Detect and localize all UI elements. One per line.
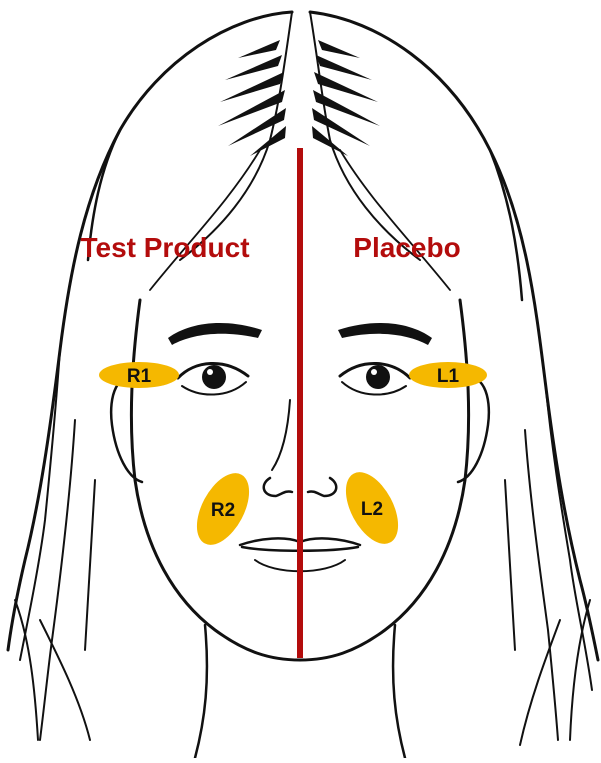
zone-r1-label: R1	[127, 366, 152, 387]
zone-r1: R1	[99, 362, 179, 388]
right-eyebrow	[338, 323, 432, 345]
zone-r2-label: R2	[211, 500, 235, 521]
left-eyebrow	[168, 323, 262, 345]
right-eye	[340, 363, 410, 394]
zone-l2: L2	[335, 464, 409, 553]
zone-r2: R2	[186, 465, 260, 554]
hair-part-strokes	[218, 40, 380, 156]
left-eye	[178, 363, 248, 394]
zone-l1: L1	[409, 362, 487, 388]
zone-l1-label: L1	[437, 366, 460, 387]
test-product-label: Test Product	[80, 232, 249, 263]
zone-l2-label: L2	[361, 499, 383, 520]
placebo-label: Placebo	[353, 232, 460, 263]
